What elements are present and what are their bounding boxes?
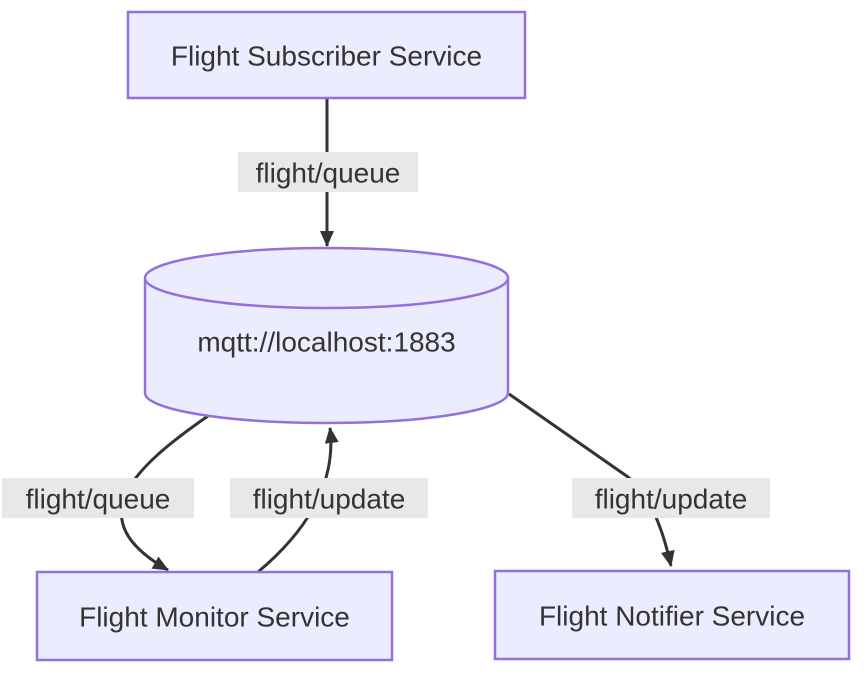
node-flight-notifier-service: Flight Notifier Service <box>493 569 851 661</box>
node-label: Flight Notifier Service <box>539 601 805 632</box>
edge-label-bg <box>2 478 194 518</box>
edge-label-text: flight/update <box>253 484 406 515</box>
edge-label-monitor-broker: flight/update <box>230 478 428 518</box>
node-label: mqtt://localhost:1883 <box>197 327 455 358</box>
node-rect <box>35 570 394 662</box>
cylinder-body <box>143 278 510 425</box>
edge-label-text: flight/queue <box>256 158 401 189</box>
edge-label-text: flight/update <box>595 484 748 515</box>
edge-label-bg <box>230 478 428 518</box>
edge-label-bg <box>238 152 418 192</box>
node-label: Flight Subscriber Service <box>171 41 482 72</box>
edge-label-bg <box>572 478 770 518</box>
node-rect <box>493 569 851 661</box>
edge-label-broker-monitor: flight/queue <box>2 478 194 518</box>
node-rect <box>126 10 527 100</box>
node-mqtt-broker-cylinder: mqtt://localhost:1883 <box>143 246 510 425</box>
node-label: Flight Monitor Service <box>79 602 350 633</box>
edge-label-subscriber-broker: flight/queue <box>238 152 418 192</box>
node-flight-subscriber-service: Flight Subscriber Service <box>126 10 527 100</box>
node-flight-monitor-service: Flight Monitor Service <box>35 570 394 662</box>
cylinder-top <box>143 246 510 310</box>
edge-label-broker-notifier: flight/update <box>572 478 770 518</box>
edge-label-text: flight/queue <box>26 484 171 515</box>
